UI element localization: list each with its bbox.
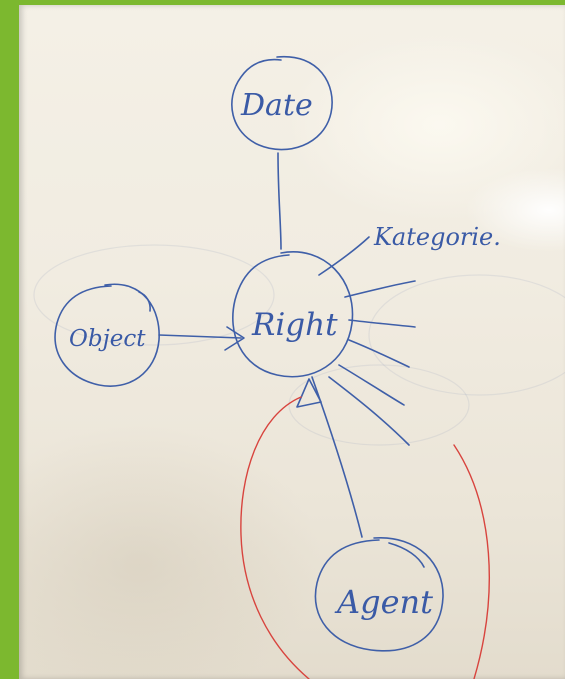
category-line [348,319,416,328]
date-node-circle [231,55,333,151]
object-node-top-stroke [138,291,151,312]
object-right-arrow-line [158,334,242,339]
ghost-mark [368,274,565,396]
agent-node-label: Agent [334,583,433,621]
date-right-line [277,152,282,250]
ghost-mark [288,364,470,446]
red-curve-right [453,444,490,679]
agent-right-arrowhead [296,378,322,408]
category-line [318,236,370,276]
whiteboard-sketch: Date Right Object Agent [33,55,565,679]
category-label: Kategorie. [373,223,501,251]
object-node-circle [54,283,160,387]
ghost-mark [33,244,275,346]
object-node-label: Object [69,326,146,352]
category-line [348,339,410,368]
object-right-arrowhead [224,326,245,351]
category-line [328,376,410,446]
agent-node-top-stroke [388,542,425,568]
agent-right-arrow-line [311,376,363,538]
right-node-label: Right [251,307,338,343]
right-node-circle [232,251,354,378]
agent-node-circle [314,537,444,652]
red-curve-left [240,396,310,679]
category-line [344,280,416,298]
whiteboard-photo: Date Right Object Agent [19,5,565,679]
category-line [338,364,405,406]
date-node-label: Date [240,88,313,123]
